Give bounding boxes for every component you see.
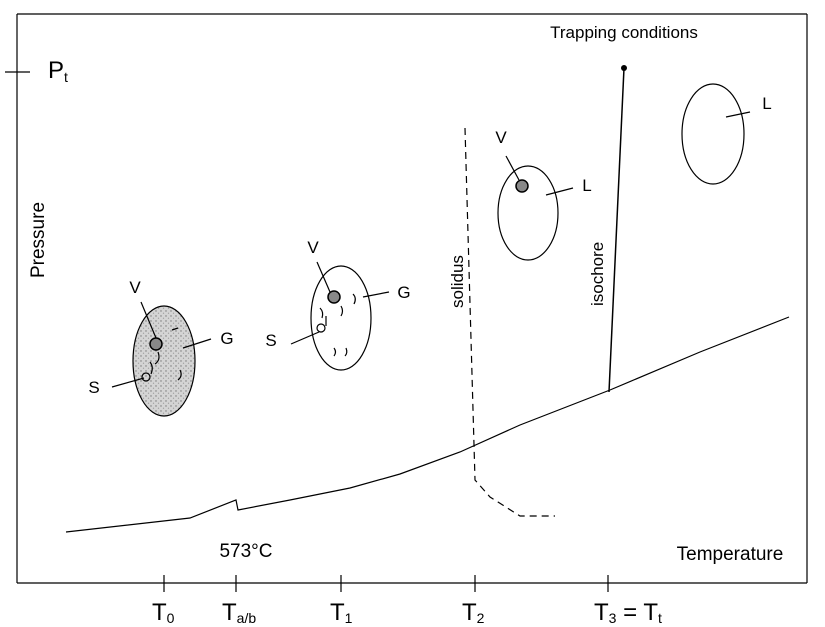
inclusion-t2-body bbox=[497, 165, 559, 261]
tick-label-tab: Ta/b bbox=[222, 599, 256, 626]
inclusion-t0-body bbox=[132, 305, 196, 417]
v-leader-t2 bbox=[505, 155, 520, 181]
isochore-label: isochore bbox=[588, 242, 607, 306]
inclusion-t1: V G S bbox=[265, 238, 411, 371]
glass-label-t0: G bbox=[220, 329, 233, 348]
v-leader-t1 bbox=[316, 261, 331, 293]
trapping-conditions-label: Trapping conditions bbox=[550, 23, 698, 42]
inclusion-t2: V L bbox=[495, 128, 592, 261]
l-leader-trapping bbox=[725, 111, 751, 118]
y-axis-label: Pressure bbox=[28, 202, 49, 278]
s-leader-t1 bbox=[290, 331, 320, 345]
solid-crystal-t1 bbox=[316, 323, 326, 333]
tick-label-t2: T2 bbox=[462, 599, 485, 626]
inclusion-t1-body bbox=[310, 265, 372, 371]
pt-path-curve bbox=[65, 316, 790, 533]
glass-label-t1: G bbox=[397, 283, 410, 302]
solid-label-t0: S bbox=[88, 378, 99, 397]
l-leader-t2 bbox=[545, 187, 574, 196]
inclusion-trapping: L bbox=[681, 83, 772, 185]
solidus-line bbox=[464, 127, 555, 517]
vapor-bubble-t1 bbox=[327, 290, 341, 304]
glass-crack-t1 bbox=[319, 293, 356, 357]
g-leader-t0 bbox=[182, 338, 212, 349]
vapor-label-t1: V bbox=[307, 238, 319, 257]
vapor-bubble-t0 bbox=[149, 337, 163, 351]
v-leader-t0 bbox=[140, 301, 157, 339]
glass-crack-t0 bbox=[149, 327, 182, 381]
vapor-label-t0: V bbox=[129, 278, 141, 297]
tick-label-t0: T0 bbox=[152, 599, 175, 626]
solid-label-t1: S bbox=[265, 331, 276, 350]
solidus-label: solidus bbox=[448, 255, 467, 308]
quartz-transition-label: 573°C bbox=[219, 541, 272, 562]
isochore-line bbox=[608, 67, 625, 393]
g-leader-t1 bbox=[362, 291, 390, 298]
liquid-label-trapping: L bbox=[762, 94, 771, 113]
x-axis-label: Temperature bbox=[677, 544, 784, 565]
inclusion-trapping-body bbox=[681, 83, 745, 185]
vapor-label-t2: V bbox=[495, 128, 507, 147]
s-leader-t0 bbox=[111, 377, 145, 388]
tick-label-t3: T3 = Tt bbox=[594, 599, 662, 626]
trapping-point bbox=[621, 65, 627, 71]
solid-crystal-t0 bbox=[141, 372, 151, 382]
inclusion-t0: V G S bbox=[88, 278, 234, 417]
pt-label: Pt bbox=[48, 57, 68, 85]
liquid-label-t2: L bbox=[582, 176, 591, 195]
tick-label-t1: T1 bbox=[330, 599, 353, 626]
vapor-bubble-t2 bbox=[515, 179, 529, 193]
